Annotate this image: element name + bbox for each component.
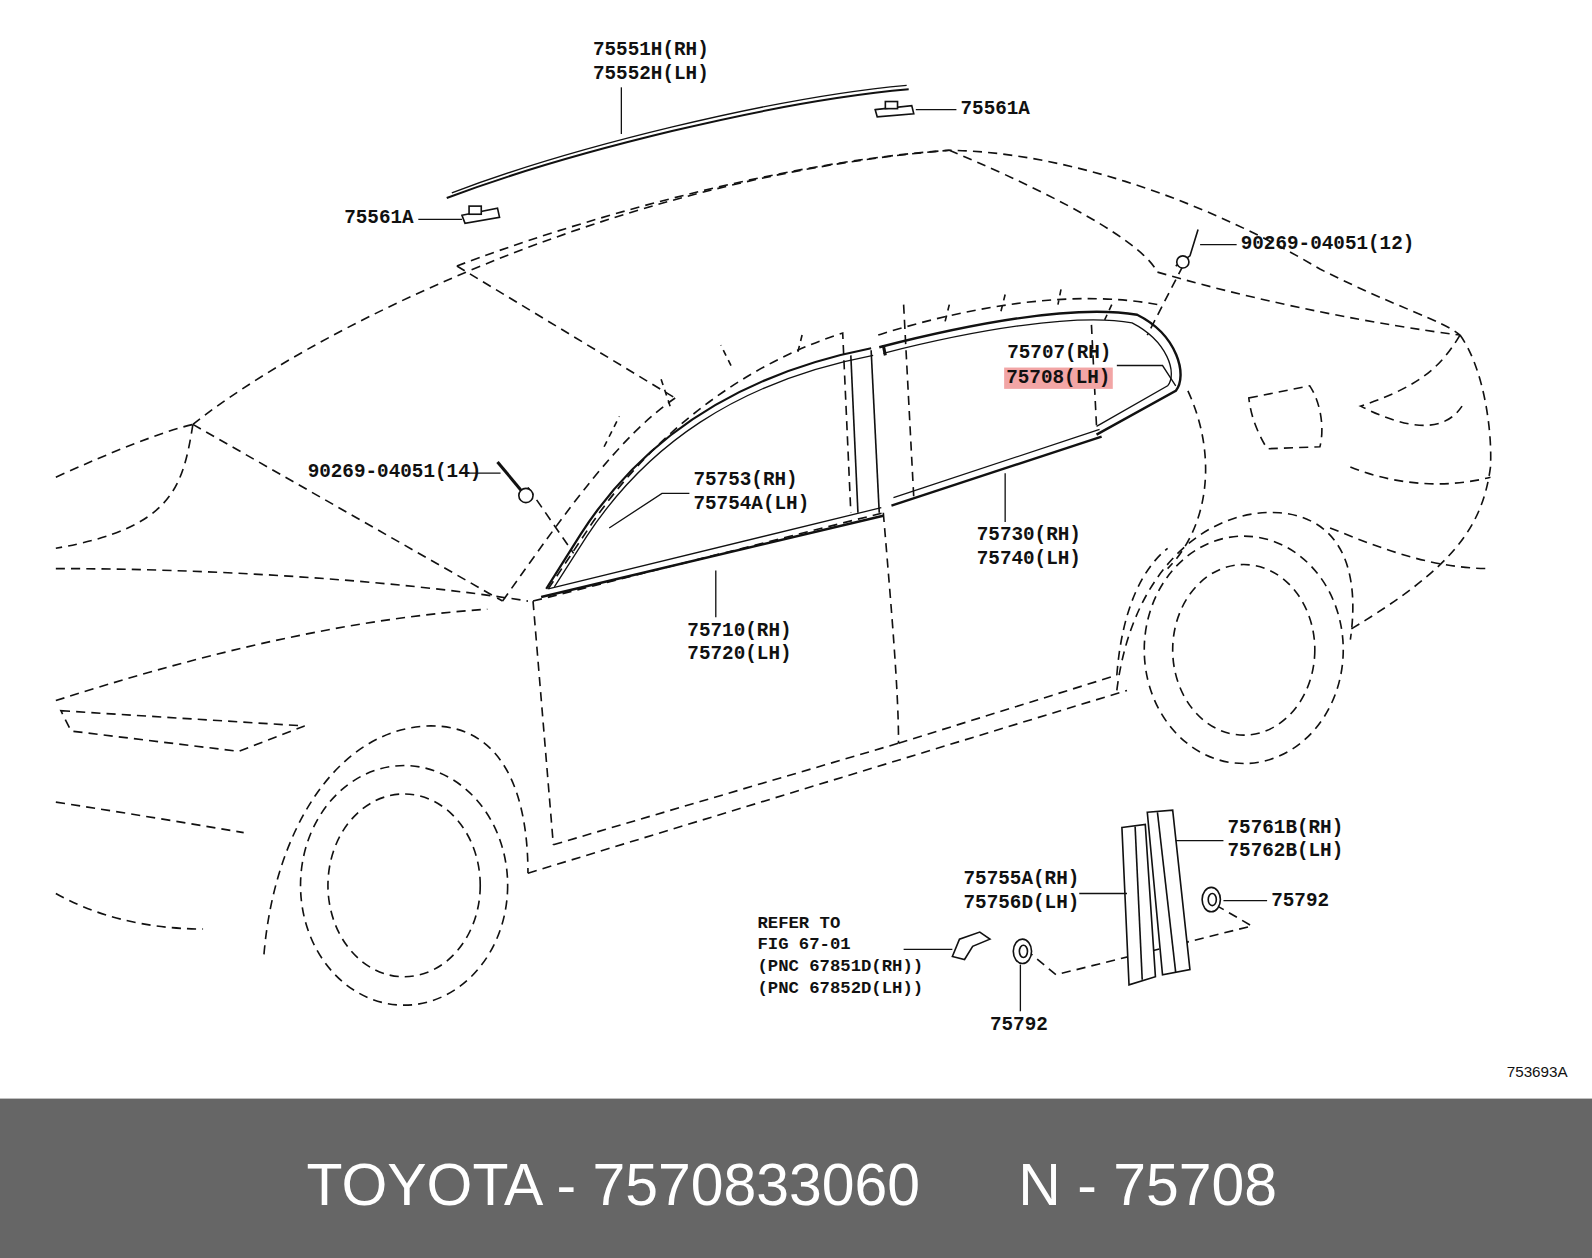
part-number: 90269-04051(12): [1241, 235, 1415, 254]
part-number: 75792: [1271, 891, 1329, 910]
part-number: 75561A: [344, 209, 413, 228]
part-number: 75561A: [960, 100, 1029, 119]
reference-note: (PNC 67851D(RH)): [757, 957, 923, 974]
part-number: 75708(LH): [1004, 368, 1112, 389]
part-number: 75720(LH): [687, 645, 791, 664]
reference-note: REFER TO: [757, 915, 840, 932]
part-number: 75740(LH): [977, 549, 1081, 568]
catalog-number: TOYOTA - 7570833060: [307, 1155, 920, 1214]
part-number: 75707(RH): [1007, 344, 1111, 363]
part-number: 90269-04051(14): [308, 463, 482, 482]
part-number: 75754A(LH): [693, 494, 809, 513]
part-number: 75756D(LH): [964, 893, 1080, 912]
part-number: 75730(RH): [977, 526, 1081, 545]
reference-note: (PNC 67852D(LH)): [757, 980, 923, 997]
part-number: 75551H(RH): [593, 41, 709, 60]
part-number: 75755A(RH): [964, 870, 1080, 889]
part-number: 75762B(LH): [1228, 842, 1344, 861]
part-number: 75753(RH): [693, 471, 797, 490]
part-number: 75710(RH): [687, 621, 791, 640]
part-number: 75761B(RH): [1228, 818, 1344, 837]
part-number: 75792: [990, 1015, 1048, 1034]
figure-code: 753693A: [1507, 1064, 1568, 1079]
reference-note: FIG 67-01: [757, 936, 850, 953]
catalog-number: N - 75708: [1018, 1155, 1277, 1214]
part-number: 75552H(LH): [593, 65, 709, 84]
